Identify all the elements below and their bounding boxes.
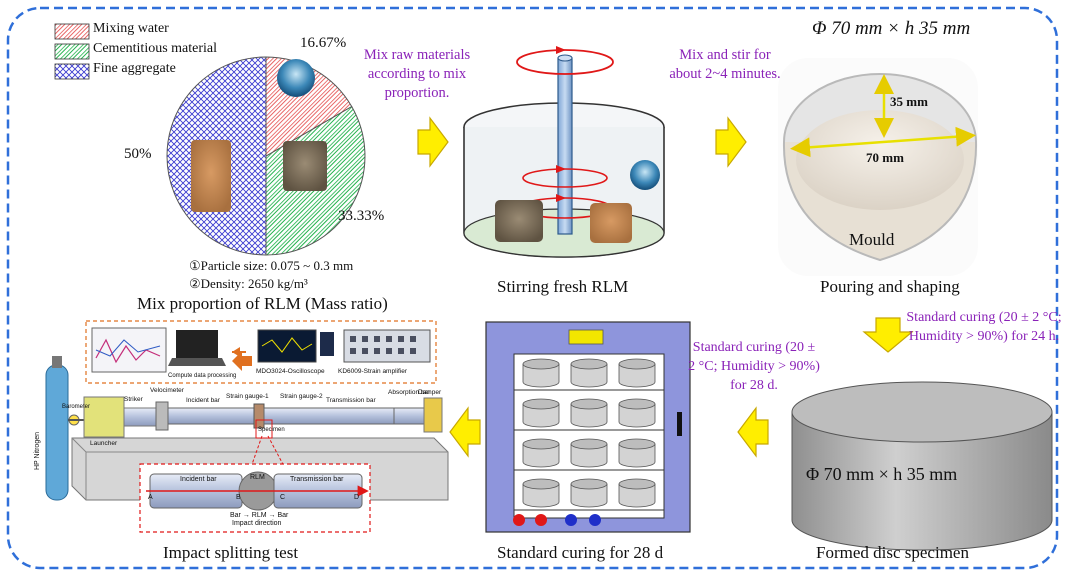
data-acquisition-box xyxy=(85,320,437,384)
label-striker: Striker xyxy=(124,396,143,403)
note-curing-28d: Standard curing (20 ± 2 °C; Humidity > 9… xyxy=(688,340,820,393)
caption-impact-test: Impact splitting test xyxy=(163,543,299,562)
disc-dimension-label: Φ 70 mm × h 35 mm xyxy=(806,464,958,484)
mould xyxy=(778,58,978,276)
cement-photo xyxy=(283,141,327,191)
legend-label-water: Mixing water xyxy=(93,21,169,36)
label-launcher: Launcher xyxy=(90,440,118,447)
label-strain-gauge-1: Strain gauge-1 xyxy=(226,393,269,400)
label-specimen: Specimen xyxy=(258,427,285,433)
beaker-sand xyxy=(590,203,632,243)
cabinet-display xyxy=(568,329,604,345)
mould-dimension-title: Φ 70 mm × h 35 mm xyxy=(812,18,971,39)
caption-mix-proportion: Mix proportion of RLM (Mass ratio) xyxy=(137,294,388,313)
cabinet-specimen xyxy=(570,438,608,468)
cabinet-button-red-2 xyxy=(535,514,547,526)
pie-legend xyxy=(54,23,90,80)
note-density: ②Density: 2650 kg/m³ xyxy=(189,276,308,291)
caption-curing-28d: Standard curing for 28 d xyxy=(497,543,664,562)
cabinet-specimen xyxy=(522,398,560,428)
cabinet-button-blue-2 xyxy=(589,514,601,526)
cabinet-specimen xyxy=(522,438,560,468)
cabinet-specimen xyxy=(618,438,656,468)
stir-rod xyxy=(557,57,573,235)
label-damper: Damper xyxy=(418,389,442,396)
arrow-down xyxy=(862,317,914,353)
cabinet-specimen xyxy=(522,478,560,508)
cabinet-specimen xyxy=(618,478,656,508)
flow-label: Bar → RLM → Bar xyxy=(230,512,289,519)
label-oscilloscope: MDO3024-Oscilloscope xyxy=(256,368,325,375)
label-incident-bar: Incident bar xyxy=(186,397,220,404)
detail-transmission-label: Transmission bar xyxy=(290,476,344,483)
disc-specimen xyxy=(791,381,1053,551)
label-velocimeter: Velocimeter xyxy=(150,387,184,394)
mould-diameter-label: 70 mm xyxy=(866,150,904,165)
outer-frame xyxy=(6,6,1059,570)
legend-label-cement: Cementitious material xyxy=(93,41,218,56)
cabinet-specimen xyxy=(570,478,608,508)
legend-swatch-cement xyxy=(54,43,90,60)
shpb-apparatus xyxy=(45,320,449,533)
damper xyxy=(423,397,443,433)
legend-label-aggregate: Fine aggregate xyxy=(93,61,176,76)
cabinet-button-blue-1 xyxy=(565,514,577,526)
gas-cylinder xyxy=(45,364,69,501)
water-photo xyxy=(277,59,315,97)
arrow-right-1 xyxy=(417,116,449,168)
beaker-water xyxy=(630,160,660,190)
stirring-beaker xyxy=(463,46,665,258)
launcher xyxy=(83,396,125,438)
label-gas: HP Nitrogen xyxy=(34,431,41,470)
note-mix-raw: Mix raw materials according to mix propo… xyxy=(363,47,471,101)
caption-disc-specimen: Formed disc specimen xyxy=(816,543,969,562)
pie-chart xyxy=(166,56,366,256)
transmission-bar xyxy=(263,407,395,425)
cabinet-button-red-1 xyxy=(513,514,525,526)
point-d: D xyxy=(354,494,360,501)
note-curing-24h: Standard curing (20 ± 2 °C; Humidity > 9… xyxy=(906,310,1062,344)
arrow-right-2 xyxy=(715,116,747,168)
arrow-left-1 xyxy=(737,406,769,458)
sand-photo xyxy=(191,140,231,212)
cabinet-handle xyxy=(677,412,682,436)
cabinet-specimen xyxy=(570,398,608,428)
label-transmission-bar: Transmission bar xyxy=(326,397,376,404)
curing-cabinet xyxy=(485,321,691,533)
mould-diameter-line xyxy=(790,126,976,158)
pie-pct-aggregate: 50% xyxy=(124,146,152,162)
caption-stirring: Stirring fresh RLM xyxy=(497,277,629,296)
cabinet-specimen xyxy=(522,358,560,388)
mould-height-label: 35 mm xyxy=(890,94,928,109)
arrow-left-2 xyxy=(449,406,481,458)
label-amplifier: KD6009-Strain amplifier xyxy=(338,368,408,375)
caption-pouring: Pouring and shaping xyxy=(820,277,960,296)
label-strain-gauge-2: Strain gauge-2 xyxy=(280,393,323,400)
note-particle-size: ①Particle size: 0.075 ~ 0.3 mm xyxy=(189,258,354,273)
flow-arrows xyxy=(417,116,914,458)
note-stir-time: Mix and stir for about 2~4 minutes. xyxy=(669,47,781,82)
absorption-bar xyxy=(393,407,425,425)
pie-pct-cement: 33.33% xyxy=(338,208,385,224)
legend-swatch-water xyxy=(54,23,90,40)
legend-swatch-aggregate xyxy=(54,63,90,80)
impact-direction-label: Impact direction xyxy=(232,520,282,527)
detail-incident-label: Incident bar xyxy=(180,476,217,483)
label-barometer: Barometer xyxy=(62,404,91,410)
cabinet-specimen xyxy=(618,398,656,428)
cabinet-specimen xyxy=(570,358,608,388)
pie-pct-water: 16.67% xyxy=(300,35,347,51)
detail-rlm-label: RLM xyxy=(250,474,265,481)
label-absorption-bar: Absorption bar xyxy=(388,389,431,396)
beaker-cement xyxy=(495,200,543,242)
label-computer: Compute data processing xyxy=(168,373,237,379)
point-c: C xyxy=(280,494,286,501)
cabinet-specimen xyxy=(618,358,656,388)
point-b: B xyxy=(236,494,241,501)
mould-label: Mould xyxy=(849,230,895,249)
point-a: A xyxy=(148,494,153,501)
